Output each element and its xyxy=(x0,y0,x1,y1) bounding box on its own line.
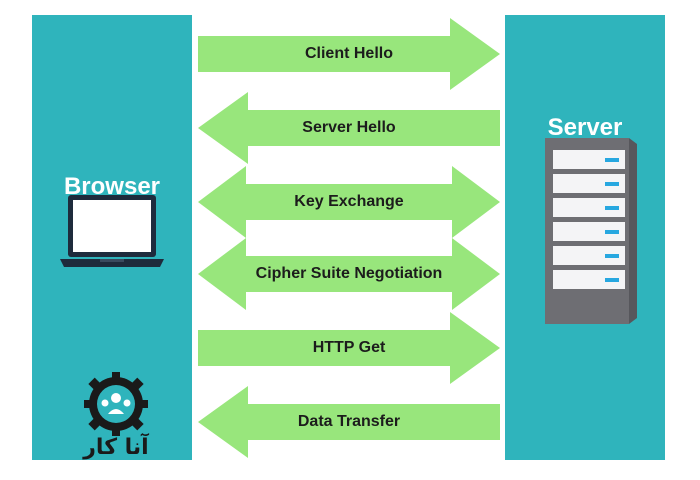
arrow-label: Data Transfer xyxy=(297,413,401,430)
arrow-key-exchange: Key Exchange xyxy=(198,166,500,238)
company-logo: آنا کار xyxy=(72,370,160,460)
laptop-icon xyxy=(60,193,164,277)
arrow-client-hello: Client Hello xyxy=(198,18,500,90)
arrow-server-hello: Server Hello xyxy=(198,92,500,164)
arrow-data-transfer: Data Transfer xyxy=(198,386,500,458)
server-title: Server xyxy=(547,114,623,141)
arrow-label: HTTP Get xyxy=(312,339,386,356)
arrow-cipher-suite-negotiation: Cipher Suite Negotiation xyxy=(198,238,500,310)
server-rack-icon xyxy=(545,138,637,324)
arrow-label: Client Hello xyxy=(304,45,393,62)
arrow-label: Cipher Suite Negotiation xyxy=(255,265,443,282)
arrow-label: Key Exchange xyxy=(294,193,404,210)
browser-panel: Browser آنا xyxy=(32,15,192,460)
server-panel: Server xyxy=(505,15,665,460)
logo-text: آنا کار xyxy=(82,432,149,460)
arrow-http-get: HTTP Get xyxy=(198,312,500,384)
arrow-label: Server Hello xyxy=(302,119,396,136)
